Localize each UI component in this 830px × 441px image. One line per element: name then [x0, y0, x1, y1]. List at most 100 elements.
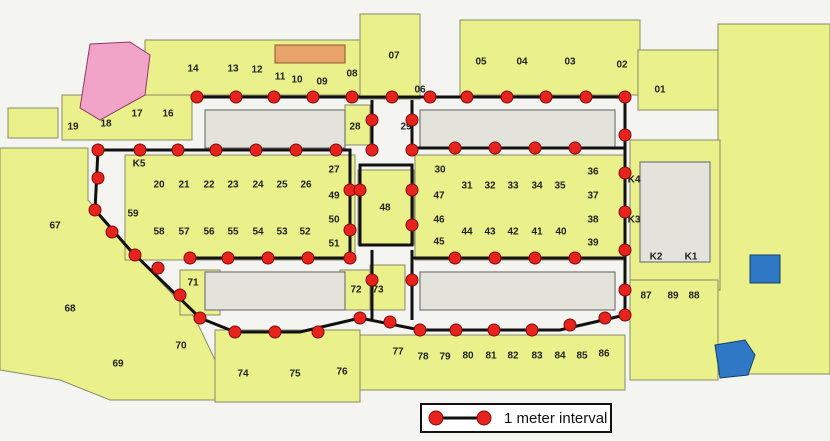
- interval-marker: [448, 141, 462, 155]
- interval-marker: [193, 311, 207, 325]
- unit-label: 40: [555, 227, 567, 238]
- unit-label: 58: [153, 227, 165, 238]
- unit-label: K1: [685, 252, 698, 263]
- unit-label: 77: [392, 347, 404, 358]
- interval-marker: [173, 288, 187, 302]
- interval-marker: [405, 143, 419, 157]
- unit-label: K4: [628, 175, 641, 186]
- unit-label: 56: [203, 227, 215, 238]
- unit-label: 03: [564, 57, 576, 68]
- unit-label: 30: [434, 165, 446, 176]
- unit-label: 02: [616, 60, 628, 71]
- interval-marker: [618, 90, 632, 104]
- interval-marker: [345, 90, 359, 104]
- interval-marker: [91, 143, 105, 157]
- unit-label: 44: [461, 227, 473, 238]
- atrium-voids: [204, 109, 711, 311]
- unit-label: 74: [237, 369, 249, 380]
- interval-marker: [229, 90, 243, 104]
- interval-marker: [539, 90, 553, 104]
- interval-marker: [488, 251, 502, 265]
- unit-label: 50: [328, 215, 340, 226]
- unit-label: 47: [433, 191, 445, 202]
- unit-label: 70: [175, 341, 187, 352]
- unit-label: 09: [316, 77, 328, 88]
- legend-marker-icon: [428, 410, 492, 426]
- unit-label: 76: [336, 367, 348, 378]
- interval-marker: [568, 141, 582, 155]
- unit-label: 52: [299, 227, 311, 238]
- unit-label: 27: [328, 165, 340, 176]
- unit-label: 07: [388, 51, 400, 62]
- legend: 1 meter interval: [420, 403, 612, 433]
- unit-label: 34: [531, 181, 543, 192]
- unit-label: 35: [554, 181, 566, 192]
- unit-label: 32: [484, 181, 496, 192]
- interval-marker: [448, 251, 462, 265]
- interval-marker: [618, 283, 632, 297]
- unit-label: 53: [276, 227, 288, 238]
- interval-marker: [329, 143, 343, 157]
- interval-marker: [88, 203, 102, 217]
- interval-marker: [249, 143, 263, 157]
- unit-label: 31: [461, 181, 473, 192]
- interval-marker: [301, 251, 315, 265]
- unit-label: 42: [507, 227, 519, 238]
- unit-label: 71: [187, 278, 199, 289]
- interval-marker: [413, 323, 427, 337]
- unit-label: 05: [475, 57, 487, 68]
- shop-blocks: [0, 13, 830, 403]
- unit-label: 19: [67, 122, 79, 133]
- unit-label: 89: [667, 291, 679, 302]
- interval-marker: [365, 273, 379, 287]
- unit-label: 04: [516, 57, 528, 68]
- unit-label: 48: [379, 203, 391, 214]
- unit-label: 84: [554, 351, 566, 362]
- interval-marker: [385, 90, 399, 104]
- interval-marker: [528, 251, 542, 265]
- interval-marker: [228, 325, 242, 339]
- unit-label: 54: [252, 227, 264, 238]
- interval-marker: [618, 205, 632, 219]
- interval-marker: [353, 311, 367, 325]
- interval-marker: [618, 243, 632, 257]
- interval-marker: [221, 251, 235, 265]
- interval-marker: [618, 166, 632, 180]
- unit-label: 49: [328, 191, 340, 202]
- interval-marker: [151, 261, 165, 275]
- unit-label: 26: [300, 180, 312, 191]
- unit-label: 38: [587, 215, 599, 226]
- interval-marker: [261, 251, 275, 265]
- interval-marker: [598, 311, 612, 325]
- unit-label: 83: [531, 351, 543, 362]
- unit-label: 57: [178, 227, 190, 238]
- unit-label: K3: [628, 215, 641, 226]
- unit-label: 01: [654, 85, 666, 96]
- unit-label: 08: [346, 69, 358, 80]
- interval-marker: [209, 143, 223, 157]
- unit-label: 17: [131, 109, 143, 120]
- unit-label: 29: [400, 122, 412, 133]
- interval-marker: [618, 128, 632, 142]
- unit-label: 86: [598, 349, 610, 360]
- unit-label: 20: [153, 180, 165, 191]
- interval-marker: [128, 248, 142, 262]
- interval-marker: [488, 141, 502, 155]
- interval-marker: [449, 323, 463, 337]
- interval-marker: [528, 141, 542, 155]
- interval-marker: [487, 323, 501, 337]
- interval-marker: [105, 225, 119, 239]
- unit-label: 55: [227, 227, 239, 238]
- unit-label: 14: [187, 64, 199, 75]
- unit-label: 33: [507, 181, 519, 192]
- interval-marker: [171, 143, 185, 157]
- unit-label: 36: [587, 167, 599, 178]
- unit-label: 85: [576, 351, 588, 362]
- interval-marker: [525, 323, 539, 337]
- unit-label: 45: [433, 237, 445, 248]
- interval-marker: [311, 325, 325, 339]
- unit-label: 87: [640, 291, 652, 302]
- unit-label: 51: [328, 239, 340, 250]
- interval-marker: [460, 90, 474, 104]
- interval-marker: [405, 273, 419, 287]
